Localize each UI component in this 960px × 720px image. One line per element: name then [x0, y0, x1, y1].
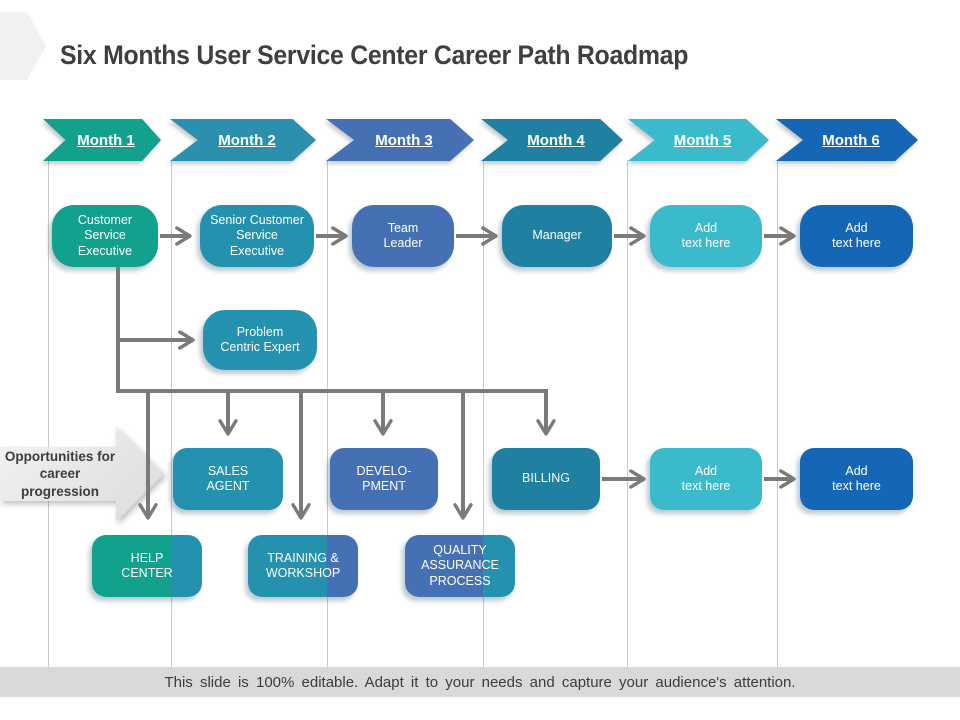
month-3-label: Month 3: [375, 131, 433, 149]
side-label-arrow: Opportunities for career progression: [0, 426, 164, 522]
month-5-banner: Month 5: [628, 119, 769, 161]
node-quality-assurance-process: QUALITY ASSURANCE PROCESS: [405, 535, 515, 597]
node-training-workshop: TRAINING & WORKSHOP: [248, 535, 358, 597]
month-3-banner: Month 3: [326, 119, 474, 161]
gridline: [627, 160, 628, 667]
node-add-text-month5-row2: Add text here: [650, 448, 762, 510]
month-6-label: Month 6: [822, 131, 880, 149]
node-problem-centric-expert: Problem Centric Expert: [203, 310, 317, 370]
side-label-text: Opportunities for career progression: [4, 448, 116, 499]
node-billing: BILLING: [492, 448, 600, 510]
node-team-leader: Team Leader: [352, 205, 454, 267]
month-1-banner: Month 1: [43, 119, 161, 161]
month-6-banner: Month 6: [776, 119, 918, 161]
node-senior-customer-service-executive: Senior Customer Service Executive: [200, 205, 314, 267]
page-title: Six Months User Service Center Career Pa…: [60, 40, 689, 70]
node-sales-agent: SALES AGENT: [173, 448, 283, 510]
node-development: DEVELO- PMENT: [330, 448, 438, 510]
month-1-label: Month 1: [77, 131, 135, 149]
gridline: [777, 160, 778, 667]
node-help-center: HELP CENTER: [92, 535, 202, 597]
month-5-label: Month 5: [673, 131, 732, 149]
node-add-text-month6-row2: Add text here: [800, 448, 913, 510]
month-2-label: Month 2: [218, 131, 276, 149]
month-2-banner: Month 2: [170, 119, 316, 161]
node-customer-service-executive: Customer Service Executive: [52, 205, 158, 267]
node-manager: Manager: [502, 205, 612, 267]
month-4-banner: Month 4: [481, 119, 623, 161]
footer-text: This slide is 100% editable. Adapt it to…: [164, 673, 796, 691]
gridline: [48, 160, 49, 667]
node-add-text-month5-row1: Add text here: [650, 205, 762, 267]
node-add-text-month6-row1: Add text here: [800, 205, 913, 267]
decor-chevron-icon: [0, 12, 46, 80]
footer-bar: This slide is 100% editable. Adapt it to…: [0, 667, 960, 697]
month-4-label: Month 4: [527, 131, 585, 149]
